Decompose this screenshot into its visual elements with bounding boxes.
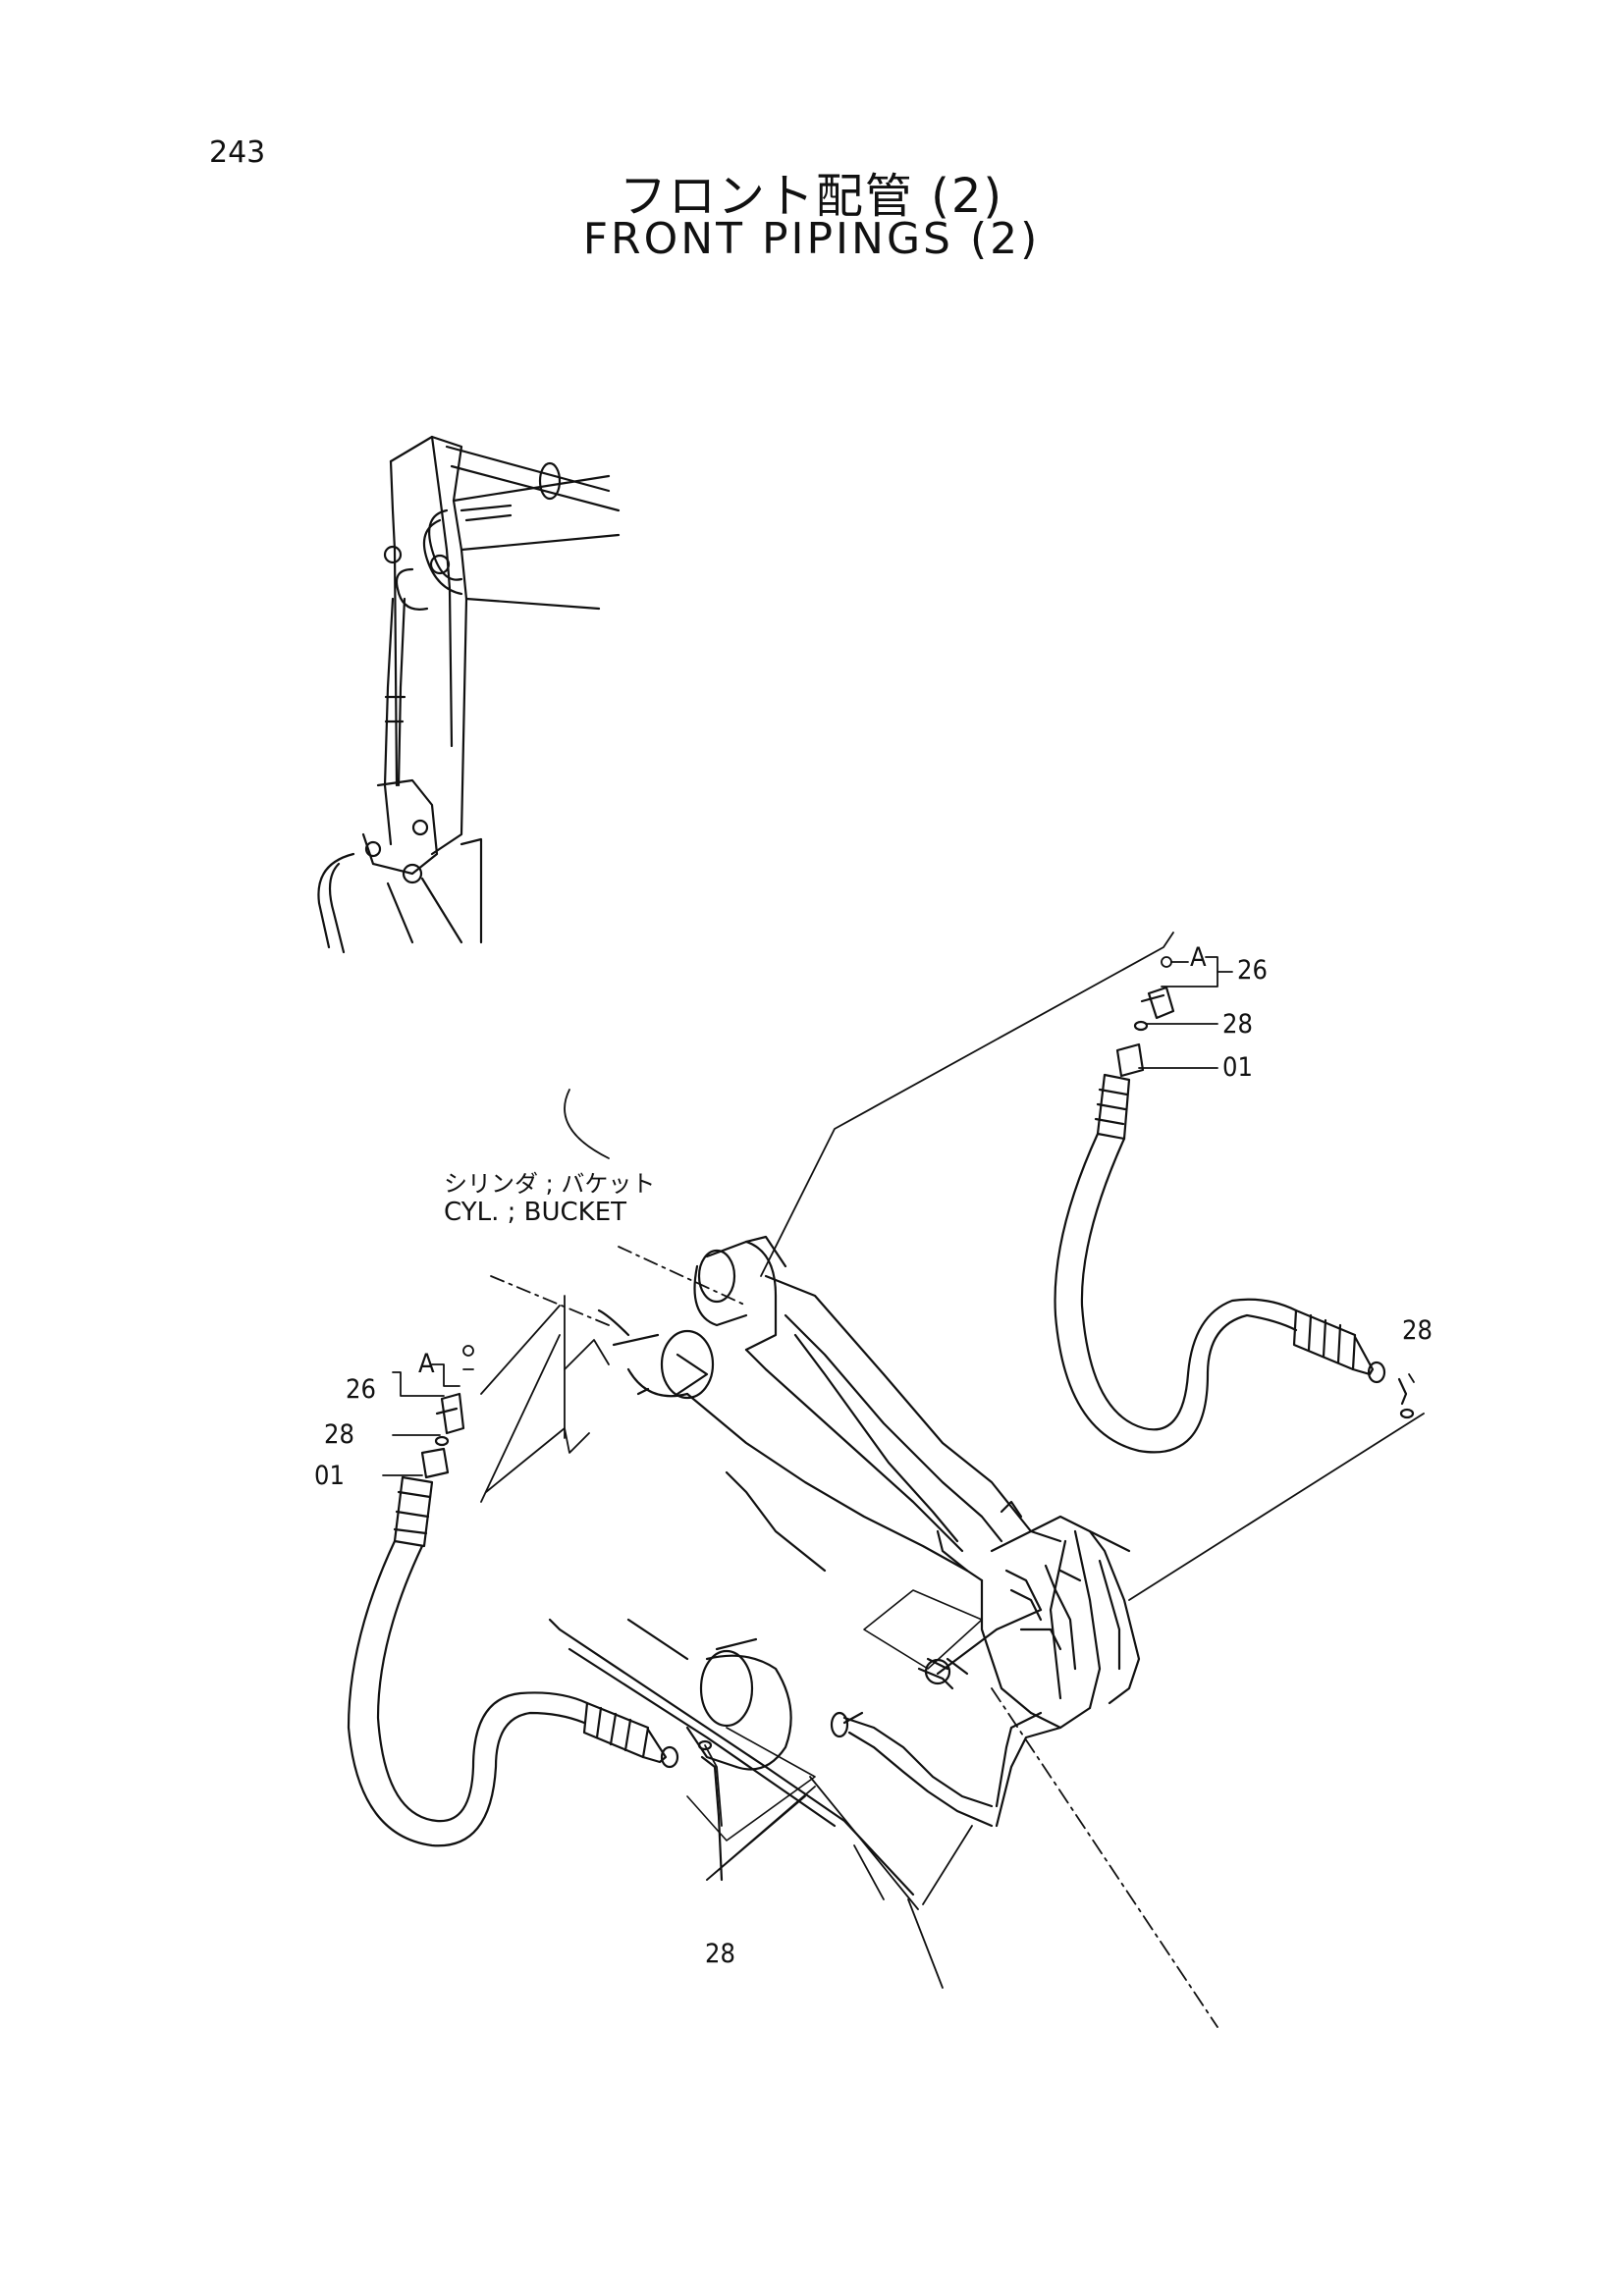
page-number: 243	[209, 135, 266, 170]
callout-26-left: 26	[346, 1374, 376, 1405]
cylinder-label-english: CYL. ; BUCKET	[444, 1198, 626, 1227]
callout-28-right: 28	[1222, 1009, 1253, 1040]
page-title-japanese: フロント配管 (2)	[619, 169, 1004, 224]
callout-28-right-lower: 28	[1402, 1315, 1433, 1346]
callout-subassembly-right: A	[1190, 942, 1207, 973]
callout-leaders	[382, 956, 1415, 1827]
overview-arm-illustration	[317, 435, 621, 954]
callout-01-left: 01	[314, 1461, 345, 1491]
arm-and-bucket-cylinder	[548, 1235, 1141, 1896]
callout-28-left: 28	[324, 1419, 354, 1450]
callout-26-right: 26	[1237, 955, 1268, 986]
callout-subassembly-left: A	[418, 1349, 435, 1379]
callout-28-bottom: 28	[705, 1939, 735, 1969]
hose-assembly-left	[347, 1392, 724, 1882]
callout-01-right: 01	[1222, 1052, 1253, 1083]
page-title-english: FRONT PIPINGS (2)	[582, 214, 1041, 264]
reference-lines	[480, 932, 1425, 2028]
cylinder-label-japanese: シリンダ ; バケット	[444, 1170, 656, 1198]
hose-assembly-right	[1054, 986, 1415, 1454]
